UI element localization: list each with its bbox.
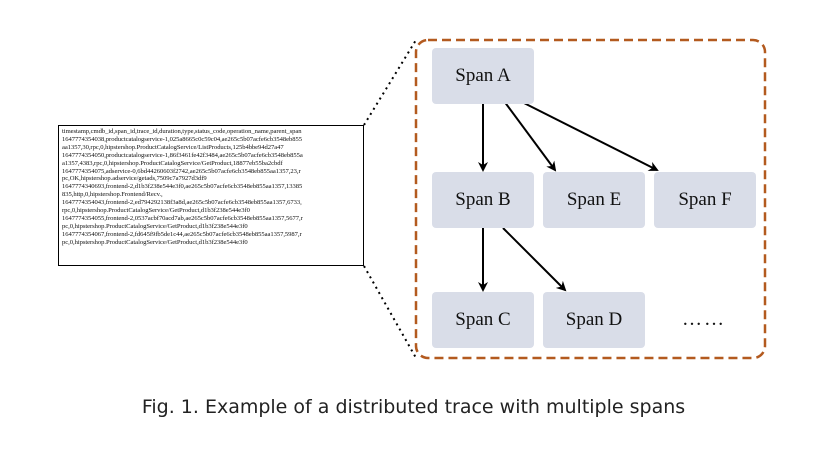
log-line: 1647774354043,frontend-2,ed794292138f3a8… (62, 199, 302, 207)
log-line: 1647774354038,productcatalogservice-1,02… (62, 135, 303, 143)
log-line: pc,OK,hipstershop.adservice/getads,7509c… (62, 175, 207, 183)
log-line: 1647774354075,adservice-0,6bd44260603f27… (62, 167, 301, 175)
trace-log-text: timestamp,cmdb_id,span_id,trace_id,durat… (62, 128, 360, 247)
log-line: pc,0,hipstershop.ProductCatalogService/G… (62, 238, 248, 246)
trace-log-table: timestamp,cmdb_id,span_id,trace_id,durat… (58, 125, 364, 266)
trace-frame (414, 38, 767, 360)
log-line: aa1357,30,rpc,0,hipstershop.ProductCatal… (62, 143, 284, 151)
arrow-a-to-f (519, 100, 659, 171)
span-f: Span F (654, 172, 756, 228)
log-line: 1647774354067,frontend-2,fd645f9fb5de1c4… (62, 230, 302, 238)
span-e: Span E (543, 172, 645, 228)
span-b: Span B (432, 172, 534, 228)
log-line: 1647774340693,frontend-2,d1b3f238e544e3f… (62, 183, 303, 191)
log-line: rpc,0,hipstershop.ProductCatalogService/… (62, 207, 250, 215)
arrow-a-to-e (503, 100, 557, 172)
span-a: Span A (432, 48, 534, 104)
span-c: Span C (432, 292, 534, 348)
connector-bottom (363, 265, 417, 359)
arrow-b-to-d (502, 227, 567, 292)
log-line: pc,0,hipstershop.ProductCatalogService/G… (62, 222, 248, 230)
log-line: timestamp,cmdb_id,span_id,trace_id,durat… (62, 128, 302, 135)
log-line: 1647774354050,productcatalogservice-1,86… (62, 151, 303, 159)
log-line: 835,http,0,hipstershop.Frontend/Recv., (62, 191, 163, 199)
span-d: Span D (543, 292, 645, 348)
connector-top (363, 39, 417, 126)
log-line: a1357,4383,rpc,0,hipstershop.ProductCata… (62, 159, 283, 167)
more-spans-ellipsis: …… (682, 308, 726, 330)
figure-caption: Fig. 1. Example of a distributed trace w… (141, 396, 686, 418)
log-line: 1647774354055,frontend-2,0537acbf70acd7a… (62, 214, 303, 222)
